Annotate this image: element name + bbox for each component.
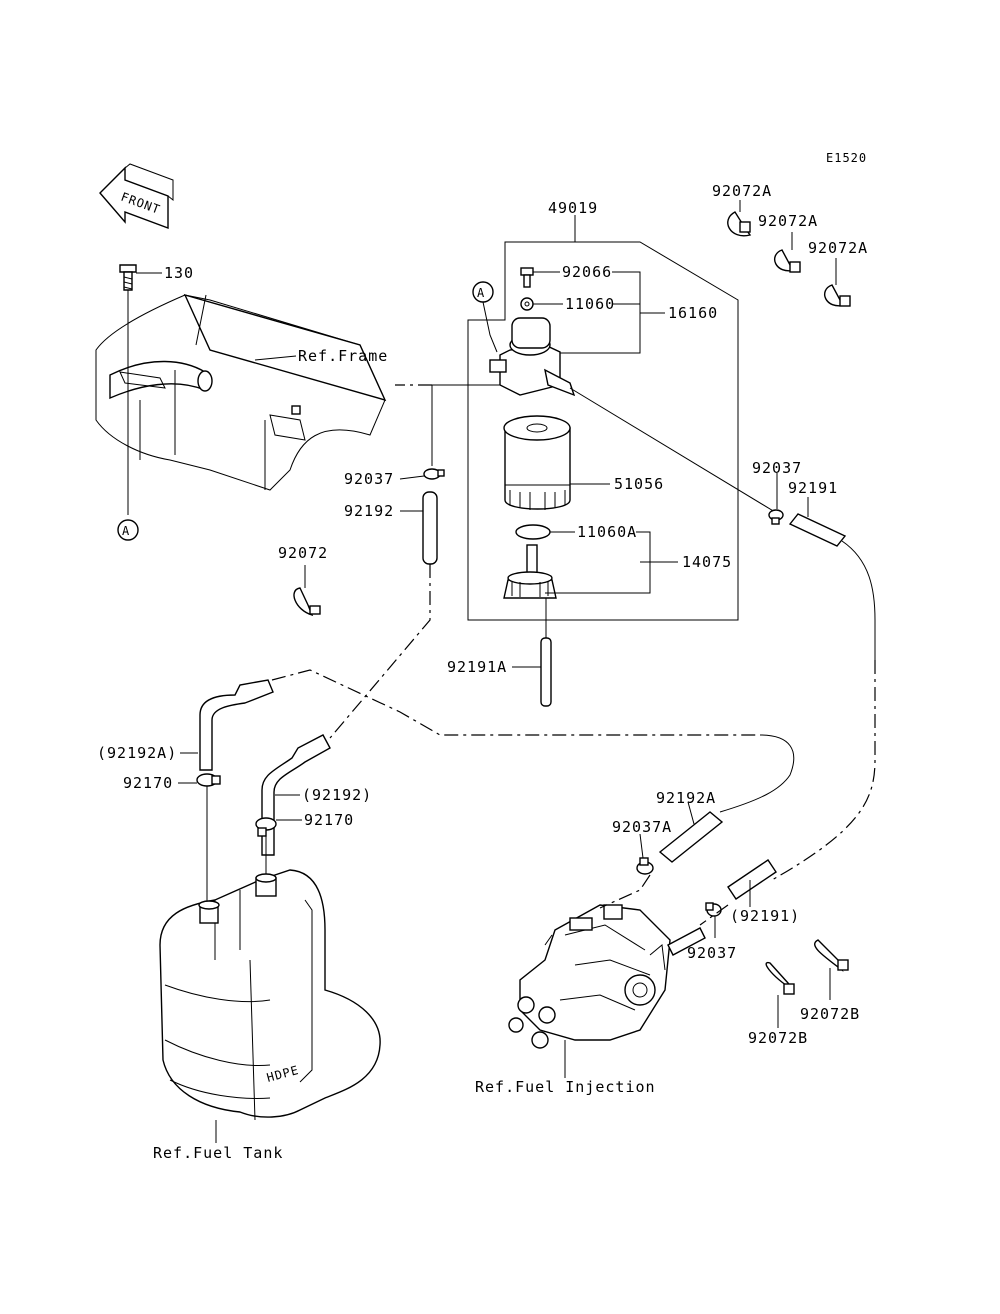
label-49019: 49019 — [548, 199, 598, 217]
label-92192a-paren: (92192A) — [97, 744, 177, 762]
front-arrow-icon: FRONT — [99, 163, 174, 230]
fuel-injection-pump-illustration — [508, 904, 706, 1049]
label-92170-left: 92170 — [123, 774, 173, 792]
callout-a-bottom: A — [117, 519, 139, 541]
assembly-outline-49019 — [467, 241, 739, 621]
clamp-92170-left-icon — [196, 773, 221, 787]
bolt-130-icon — [119, 264, 137, 291]
label-92191-right: 92191 — [788, 479, 838, 497]
filter-cartridge-51056 — [503, 415, 571, 510]
label-ref-fuel-injection: Ref.Fuel Injection — [475, 1078, 656, 1096]
svg-text:A: A — [477, 286, 485, 300]
label-92037-bottom: 92037 — [687, 944, 737, 962]
hose-92192a — [658, 811, 724, 863]
label-92066: 92066 — [562, 263, 612, 281]
label-11060: 11060 — [565, 295, 615, 313]
washer-11060-icon — [520, 297, 534, 311]
clamp-92072-icon — [293, 587, 321, 617]
label-ref-fuel-tank: Ref.Fuel Tank — [153, 1144, 283, 1162]
label-11060a: 11060A — [577, 523, 637, 541]
clamp-92072b-2-icon — [814, 939, 849, 973]
hose-92191-bottom — [727, 859, 777, 900]
fuel-tank-illustration: HDPE — [159, 869, 381, 1121]
clamp-92072a-2-icon — [773, 249, 801, 273]
clamp-92170-mid-icon — [255, 817, 277, 837]
clamp-92037-right-icon — [768, 509, 784, 525]
label-16160: 16160 — [668, 304, 718, 322]
label-92191a: 92191A — [447, 658, 507, 676]
label-92072b-1: 92072B — [748, 1029, 808, 1047]
label-ref-frame: Ref.Frame — [298, 347, 388, 365]
hose-92192a-left — [199, 679, 274, 771]
label-92072a-2: 92072A — [758, 212, 818, 230]
clamp-92037-bottom-icon — [705, 902, 722, 917]
frame-illustration — [95, 293, 387, 491]
label-92037-top: 92037 — [344, 470, 394, 488]
svg-text:A: A — [122, 524, 130, 538]
label-92191-paren: (92191) — [730, 907, 800, 925]
clamp-92072b-1-icon — [765, 961, 795, 995]
label-92072b-2: 92072B — [800, 1005, 860, 1023]
hose-92192-mid — [261, 734, 331, 856]
label-92192-paren: (92192) — [302, 786, 372, 804]
clamp-92037-top-icon — [423, 468, 445, 480]
hose-92191a — [540, 637, 552, 707]
hose-92192-top — [422, 491, 438, 565]
label-130: 130 — [164, 264, 194, 282]
label-92192a: 92192A — [656, 789, 716, 807]
label-51056: 51056 — [614, 475, 664, 493]
label-92072a-1: 92072A — [712, 182, 772, 200]
hose-92191-right — [788, 513, 847, 547]
clamp-92072a-1-icon — [727, 211, 752, 237]
filter-head-16160 — [489, 317, 576, 397]
callout-a-top: A — [472, 281, 494, 303]
label-92037a: 92037A — [612, 818, 672, 836]
bolt-92066-icon — [520, 267, 534, 288]
label-92037-right: 92037 — [752, 459, 802, 477]
label-92170-mid: 92170 — [304, 811, 354, 829]
clamp-92072a-3-icon — [823, 284, 851, 307]
diagram-code: E1520 — [826, 151, 867, 165]
sedimenter-14075 — [503, 544, 557, 599]
label-14075: 14075 — [682, 553, 732, 571]
label-92072a-3: 92072A — [808, 239, 868, 257]
label-92192-top: 92192 — [344, 502, 394, 520]
clamp-92037a-icon — [636, 857, 654, 875]
o-ring-11060a-icon — [515, 524, 551, 540]
label-92072: 92072 — [278, 544, 328, 562]
